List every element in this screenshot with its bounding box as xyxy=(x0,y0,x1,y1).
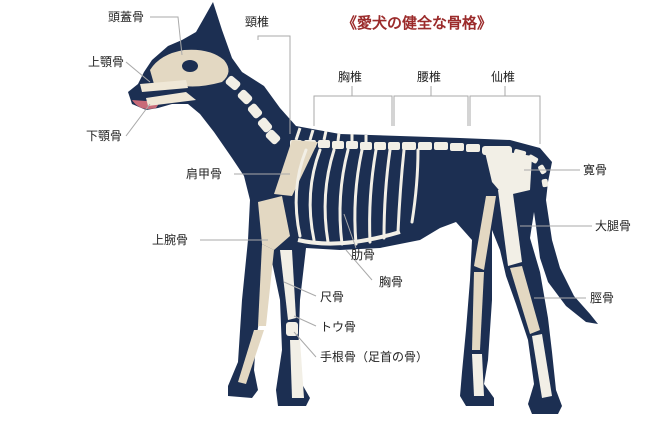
upper-jaw-bone xyxy=(140,80,188,92)
bracket-sacral xyxy=(469,95,541,144)
leader-radius xyxy=(293,315,317,327)
label-cervical: 頸椎 xyxy=(245,15,270,29)
label-scapula: 肩甲骨 xyxy=(186,167,223,181)
front-paw-left-bones xyxy=(238,330,264,384)
label-radius: トウ骨 xyxy=(320,320,357,334)
hind-left-lower-bones xyxy=(472,272,484,350)
humerus-bone xyxy=(258,196,290,250)
rib-cage xyxy=(294,148,420,246)
hind-metatarsal-bones xyxy=(532,334,552,398)
tibia-bone xyxy=(510,266,540,334)
pelvis-bone xyxy=(484,148,532,196)
lower-jaw-bone xyxy=(146,92,196,106)
leader-ulna xyxy=(283,281,317,297)
hind-left-femur-bone xyxy=(474,196,496,270)
label-mandible: 下顎骨 xyxy=(86,129,123,143)
label-femur: 大腿骨 xyxy=(595,219,632,233)
eye-socket xyxy=(182,60,198,72)
diagram-title: 《愛犬の健全な骨格》 xyxy=(342,14,493,32)
leader-sternum xyxy=(345,249,373,281)
bracket-thoracic xyxy=(313,95,393,126)
label-humerus: 上腕骨 xyxy=(152,233,189,247)
radius-bone xyxy=(280,250,296,320)
femur-bone xyxy=(498,186,522,266)
cervical-vertebrae xyxy=(225,75,281,145)
leader-skull xyxy=(150,16,183,56)
bracket-lumbar xyxy=(393,95,469,126)
leader-carpus xyxy=(293,331,317,358)
front-paw-bones xyxy=(290,340,304,398)
label-lumbar: 腰椎 xyxy=(417,70,442,84)
label-ulna: 尺骨 xyxy=(320,290,345,304)
label-pelvis: 寛骨 xyxy=(583,163,608,177)
label-tibia: 脛骨 xyxy=(590,291,615,305)
label-sacral: 仙椎 xyxy=(491,70,516,84)
label-maxilla: 上顎骨 xyxy=(88,55,125,69)
label-skull: 頭蓋骨 xyxy=(108,10,145,24)
label-thoracic: 胸椎 xyxy=(338,70,363,84)
label-carpus: 手根骨（足首の骨） xyxy=(320,350,429,364)
ulna-bone xyxy=(258,244,274,326)
sternum-bone xyxy=(297,230,401,246)
label-sternum: 胸骨 xyxy=(379,275,404,289)
spinous-processes xyxy=(294,127,368,142)
label-rib: 肋骨 xyxy=(351,248,376,262)
leader-mandible xyxy=(125,103,151,137)
leader-cervical xyxy=(257,35,291,134)
hind-left-paw-bones xyxy=(472,354,484,396)
leader-maxilla xyxy=(125,61,151,83)
leader-rib xyxy=(343,213,357,249)
leader-lines xyxy=(125,16,592,358)
scapula-bone xyxy=(274,140,318,196)
